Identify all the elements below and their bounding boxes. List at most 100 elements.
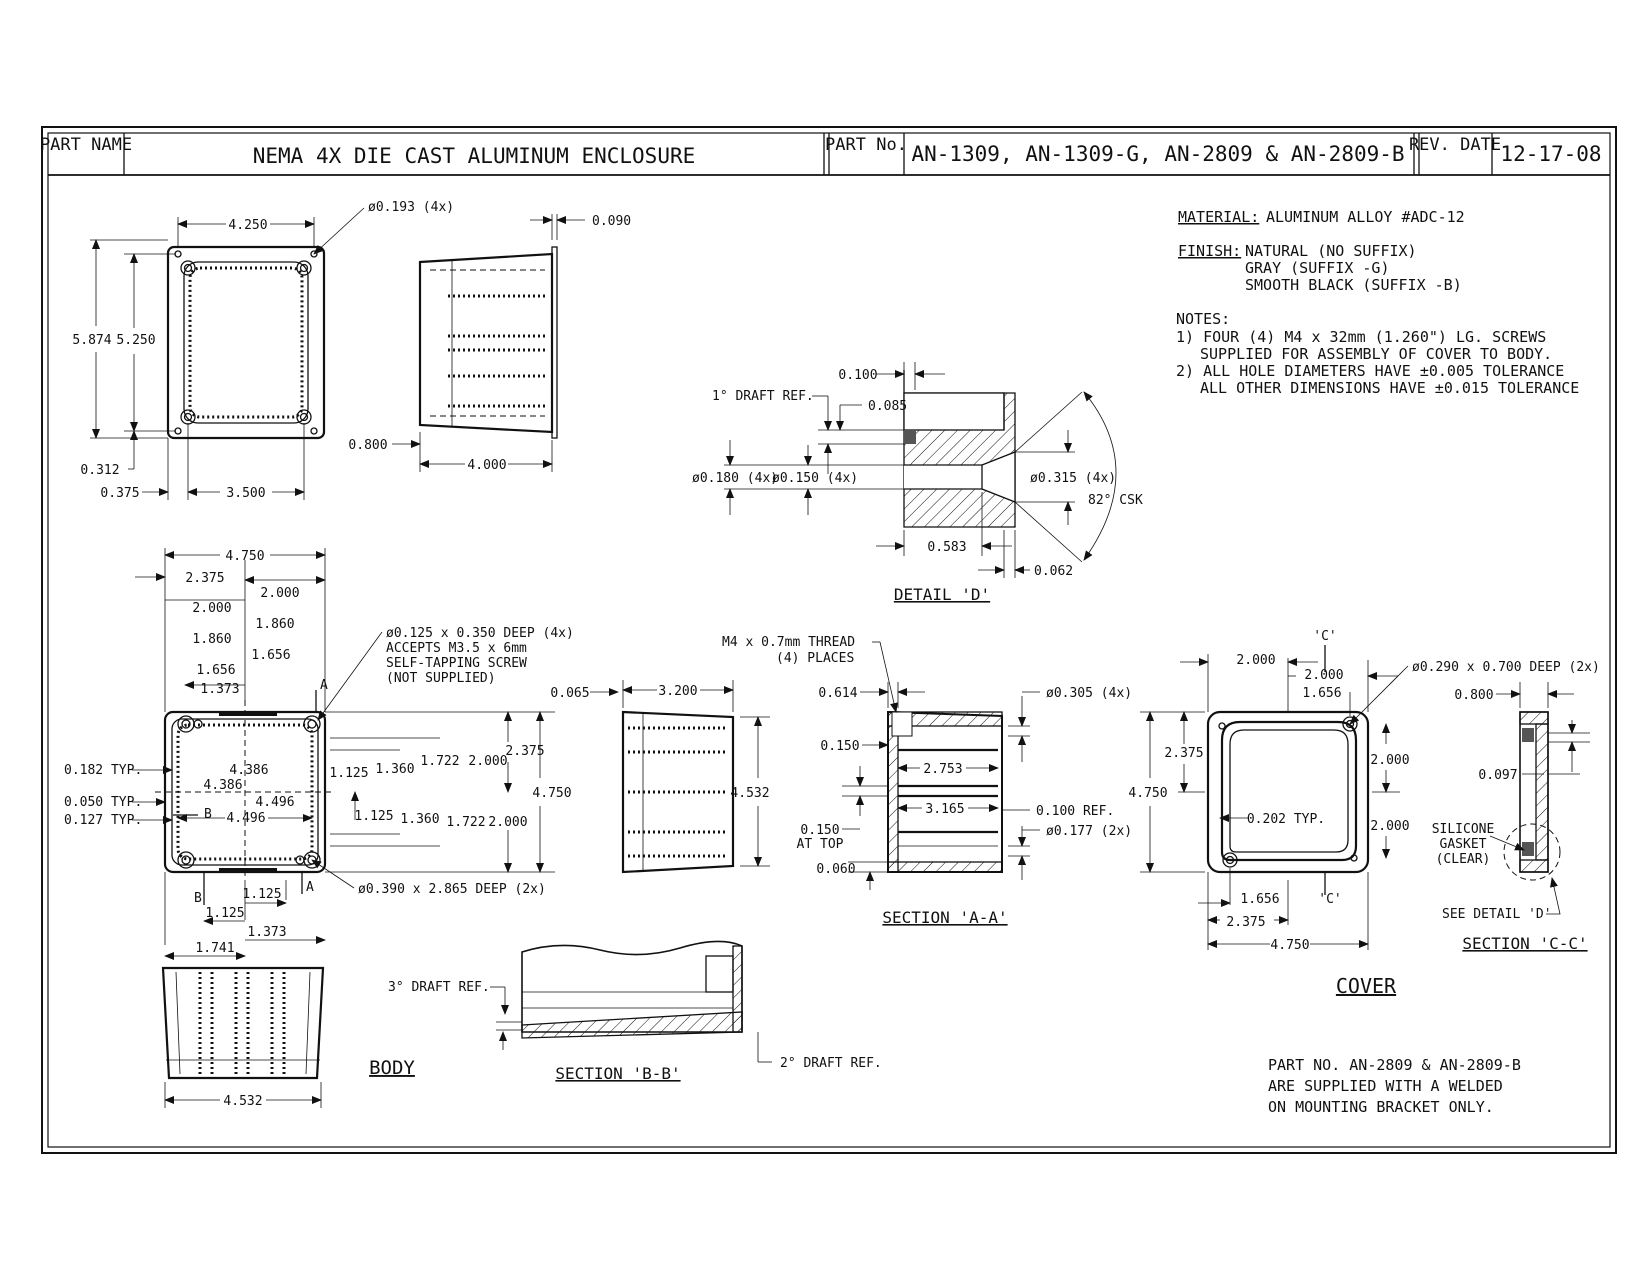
dim-1360-upper: 1.360 [375,762,414,777]
dim-3500: 3.500 [226,486,265,501]
part-no-label: PART No. [825,135,907,155]
dim-cover-2000-lower: 2.000 [1370,819,1409,834]
dim-2375-right: 2.375 [505,744,544,759]
dim-4386-b: 4.386 [203,778,242,793]
title-section-bb: SECTION 'B-B' [555,1064,680,1083]
rev-date: 12-17-08 [1500,142,1601,166]
note-hole-125-3: SELF-TAPPING SCREW [386,656,527,671]
dim-4250: 4.250 [228,218,267,233]
dim-4532-side: 4.532 [730,786,769,801]
note-see-detail-d: SEE DETAIL 'D' [1442,907,1552,922]
title-cover: COVER [1336,974,1397,998]
section-mark-c-bottom: 'C' [1318,892,1341,907]
dim-4750-top: 4.750 [225,549,264,564]
part-name: NEMA 4X DIE CAST ALUMINUM ENCLOSURE [253,144,696,168]
finish-black: SMOOTH BLACK (SUFFIX -B) [1245,276,1462,294]
section-aa: M4 x 0.7mm THREAD (4) PLACES 0.614 ø0.30… [722,635,1132,927]
dim-cover-1656-b: 1.656 [1240,892,1279,907]
dim-0150-upper: 0.150 [820,739,859,754]
body-elevation: 4.532 BODY [161,966,415,1109]
section-mark-b-bottom: B [194,891,202,906]
finish-natural: NATURAL (NO SUFFIX) [1245,242,1417,260]
dim-0182: 0.182 TYP. [64,763,142,778]
dim-cc-0097: 0.097 [1478,768,1517,783]
bracket-note-2: ARE SUPPLIED WITH A WELDED [1268,1077,1503,1095]
dim-2375: 2.375 [185,571,224,586]
dim-0800: 0.800 [348,438,387,453]
dim-1656-right: 1.656 [251,648,290,663]
finish-gray: GRAY (SUFFIX -G) [1245,259,1390,277]
dim-1125-upper: 1.125 [329,766,368,781]
dim-1741: 1.741 [195,941,234,956]
section-mark-a-top: A [320,678,328,693]
title-detail-d: DETAIL 'D' [894,585,990,604]
dim-0100: 0.100 [838,368,877,383]
dim-cover-4750-v: 4.750 [1128,786,1167,801]
dim-4000: 4.000 [467,458,506,473]
dim-1373-top: 1.373 [200,682,239,697]
dim-82-csk: 82° CSK [1088,493,1143,508]
note-2a: 2) ALL HOLE DIAMETERS HAVE ±0.005 TOLERA… [1176,362,1564,380]
dim-0060: 0.060 [816,862,855,877]
dim-0614: 0.614 [818,686,857,701]
notes-label: NOTES: [1176,310,1230,328]
dim-1-draft: 1° DRAFT REF. [712,389,814,404]
dim-2000-upper: 2.000 [468,754,507,769]
dim-0315: ø0.315 (4x) [1030,471,1116,486]
dim-3200: 3.200 [658,684,697,699]
material-label: MATERIAL: [1178,208,1259,226]
top-view: 4.250 ø0.193 (4x) 5.874 5.250 0.312 0.37… [72,200,454,501]
dim-cover-2000-b: 2.000 [1304,668,1343,683]
dim-0150: ø0.150 (4x) [772,471,858,486]
dim-1656-left: 1.656 [196,663,235,678]
dim-3-draft: 3° DRAFT REF. [388,980,490,995]
dim-4386-a: 4.386 [229,763,268,778]
bracket-note-1: PART NO. AN-2809 & AN-2809-B [1268,1056,1521,1074]
dim-4496-a: 4.496 [255,795,294,810]
cover-view: 'C' 2.000 2.000 1.656 ø0.290 x 0.700 DEE… [1128,629,1599,998]
title-body: BODY [369,1057,415,1079]
body-side-view: 3.200 4.532 [621,680,770,874]
part-no: AN-1309, AN-1309-G, AN-2809 & AN-2809-B [911,142,1404,166]
dim-m4-thread-2: (4) PLACES [776,651,854,666]
dim-4496-b: 4.496 [226,811,265,826]
dim-m4-thread-1: M4 x 0.7mm THREAD [722,635,855,650]
note-gasket-2: GASKET [1440,837,1487,852]
title-section-cc: SECTION 'C-C' [1462,934,1587,953]
dim-1860-right: 1.860 [255,617,294,632]
dim-0583: 0.583 [927,540,966,555]
dim-0065: 0.065 [550,686,589,701]
dim-2000-left: 2.000 [192,601,231,616]
dim-0050: 0.050 TYP. [64,795,142,810]
note-hole-290: ø0.290 x 0.700 DEEP (2x) [1412,660,1600,675]
dim-1722-lower: 1.722 [446,815,485,830]
dim-0202-typ: 0.202 TYP. [1247,812,1325,827]
section-mark-a-bottom: A [306,880,314,895]
dim-5250: 5.250 [116,333,155,348]
dim-1860-left: 1.860 [192,632,231,647]
note-1b: SUPPLIED FOR ASSEMBLY OF COVER TO BODY. [1200,345,1552,363]
dim-2000-right: 2.000 [260,586,299,601]
dim-2753: 2.753 [923,762,962,777]
section-cc: 0.800 0.097 SILICONE GASKET (CLEAR) SEE … [1432,682,1590,953]
note-hole-390: ø0.390 x 2.865 DEEP (2x) [358,882,546,897]
dim-cc-0800: 0.800 [1454,688,1493,703]
dim-1373-bottom: 1.373 [247,925,286,940]
dim-0062: 0.062 [1034,564,1073,579]
dim-1125-bottom-right: 1.125 [242,887,281,902]
dim-0375: 0.375 [100,486,139,501]
dim-cover-2375-v: 2.375 [1164,746,1203,761]
dim-2000-lower: 2.000 [488,815,527,830]
dim-4532-body: 4.532 [223,1094,262,1109]
dim-cover-2000-a: 2.000 [1236,653,1275,668]
dim-1125-lower: 1.125 [354,809,393,824]
note-2b: ALL OTHER DIMENSIONS HAVE ±0.015 TOLERAN… [1200,379,1579,397]
detail-d: 82° CSK 0.100 1° DRAFT REF. 0.085 ø0.180… [692,362,1143,604]
dim-1360-lower: 1.360 [400,812,439,827]
dim-cover-4750-h: 4.750 [1270,938,1309,953]
note-hole-125-4: (NOT SUPPLIED) [386,671,496,686]
dim-0180: ø0.180 (4x) [692,471,778,486]
section-mark-c-top: 'C' [1313,629,1336,644]
dim-2-draft: 2° DRAFT REF. [780,1056,882,1071]
dim-cover-2000-upper: 2.000 [1370,753,1409,768]
